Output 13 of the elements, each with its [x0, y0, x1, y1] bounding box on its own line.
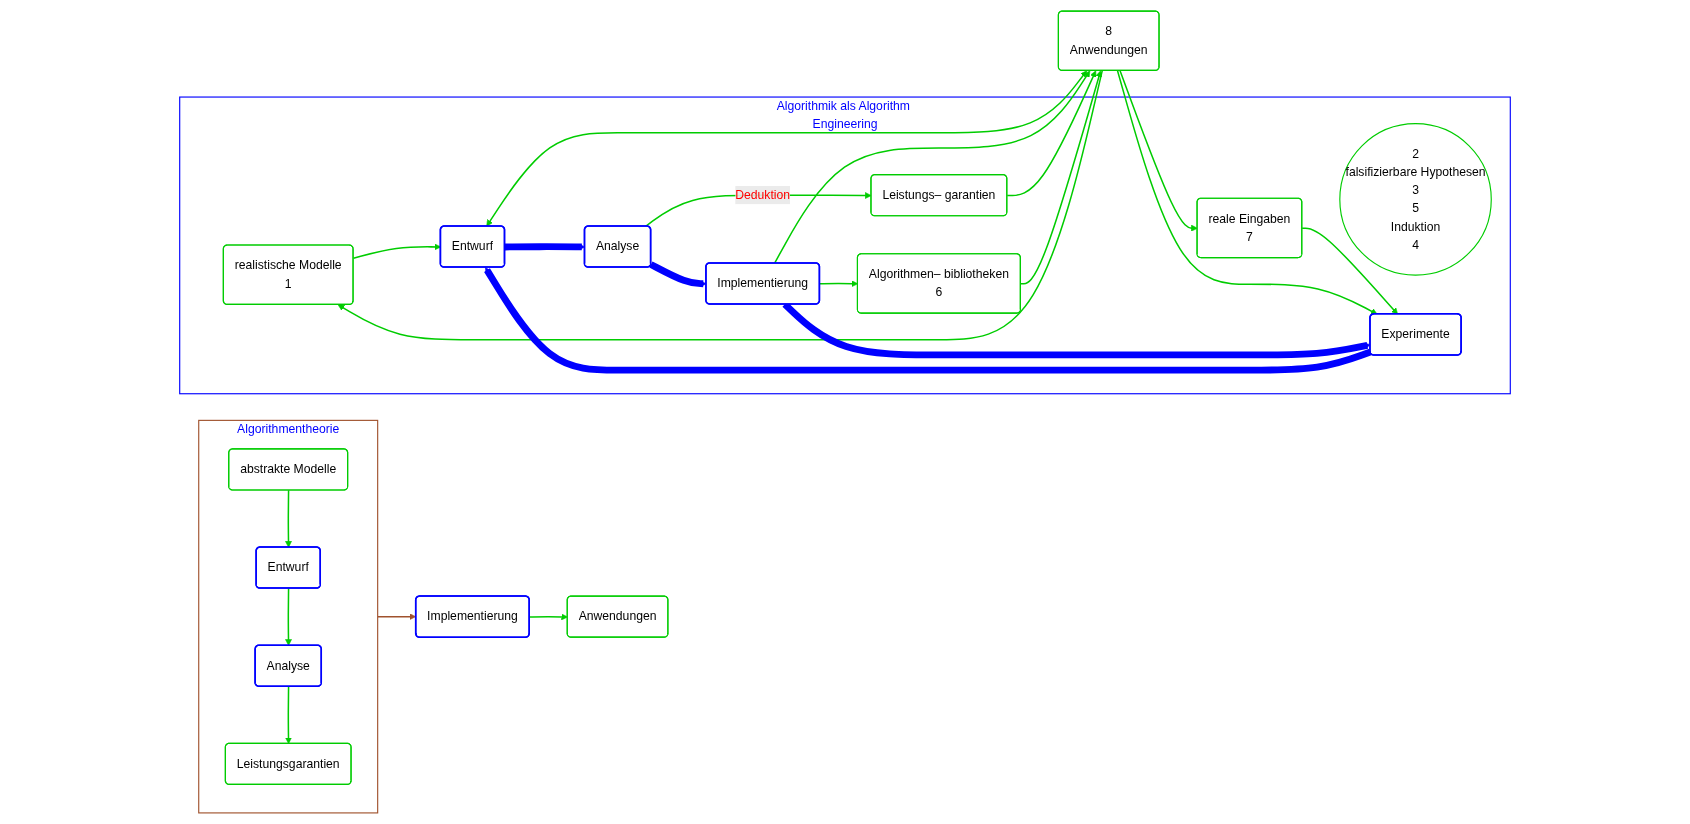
arrow: [1006, 70, 1097, 197]
edge-label: Deduktion: [735, 188, 791, 202]
arrow: [484, 267, 1372, 374]
arrow: [1301, 227, 1398, 315]
arrow: [285, 685, 292, 744]
arrow: [1116, 70, 1378, 315]
arrow: [649, 261, 707, 288]
arrow: [285, 587, 292, 646]
arrow: [504, 243, 586, 251]
arrow: [337, 70, 1103, 341]
node-circle: 2 falsifizierbare Hypothesen 3 5 Induktion 4: [1339, 123, 1492, 276]
arrow: [1119, 70, 1198, 232]
arrow: [285, 489, 292, 548]
